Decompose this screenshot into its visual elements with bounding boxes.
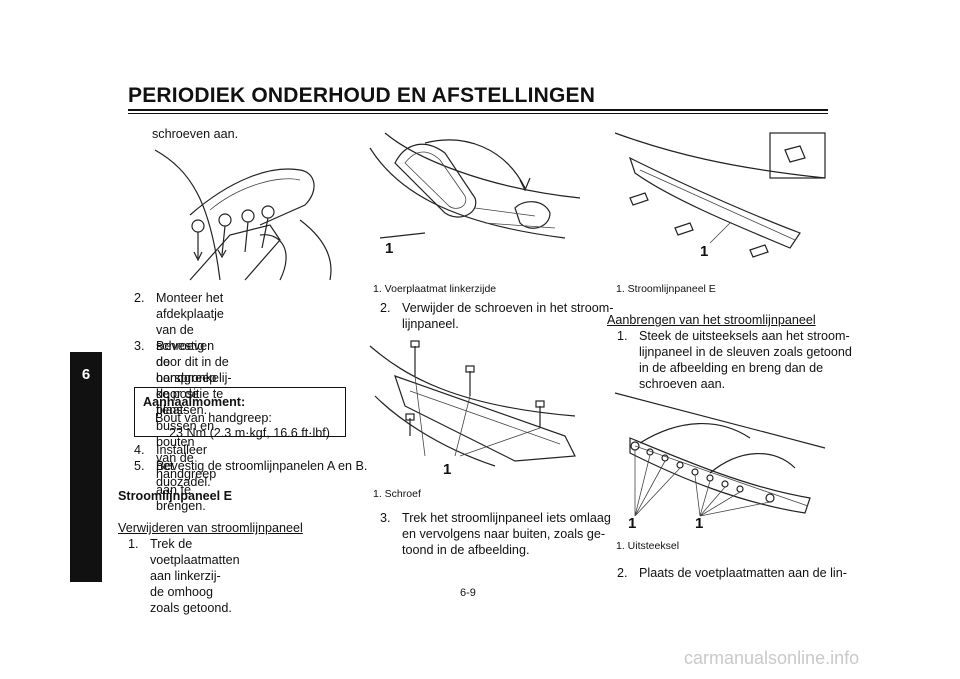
callout-1b: 1 — [695, 515, 703, 532]
caption-tabs: 1. Uitsteeksel — [616, 540, 680, 552]
figure-handgrip — [154, 149, 332, 281]
header-rule-thin — [128, 113, 828, 114]
page-number: 6-9 — [460, 587, 476, 599]
caption-footrest-mat: 1. Voerplaatmat linkerzijde — [373, 283, 497, 295]
figure-screws: 1 — [369, 340, 576, 478]
torque-spec-box: Aanhaalmoment: Bout van handgreep: 23 Nm… — [134, 387, 346, 440]
section-title: Stroomlijnpaneel E — [118, 489, 233, 503]
watermark: carmanualsonline.info — [684, 648, 860, 668]
subsection-title-removal: Verwijderen van stroomlijnpaneel — [118, 521, 303, 535]
caption-screw: 1. Schroef — [373, 488, 421, 500]
page-title: PERIODIEK ONDERHOUD EN AFSTELLINGEN — [128, 84, 596, 107]
callout-1: 1 — [443, 461, 451, 478]
figure-tabs: 1 1 — [614, 392, 826, 532]
callout-1: 1 — [700, 243, 708, 260]
figure-panel-e: 1 — [614, 132, 826, 260]
chapter-tab: 6 — [70, 352, 102, 582]
caption-panel-e: 1. Stroomlijnpaneel E — [616, 283, 716, 295]
subsection-title-install: Aanbrengen van het stroomlijnpaneel — [607, 313, 816, 327]
figure-footrest-mat: 1 — [369, 132, 581, 257]
header-rule — [128, 109, 828, 111]
intro-text: schroeven aan. — [152, 127, 239, 141]
callout-1a: 1 — [628, 515, 636, 532]
callout-1: 1 — [385, 240, 393, 257]
